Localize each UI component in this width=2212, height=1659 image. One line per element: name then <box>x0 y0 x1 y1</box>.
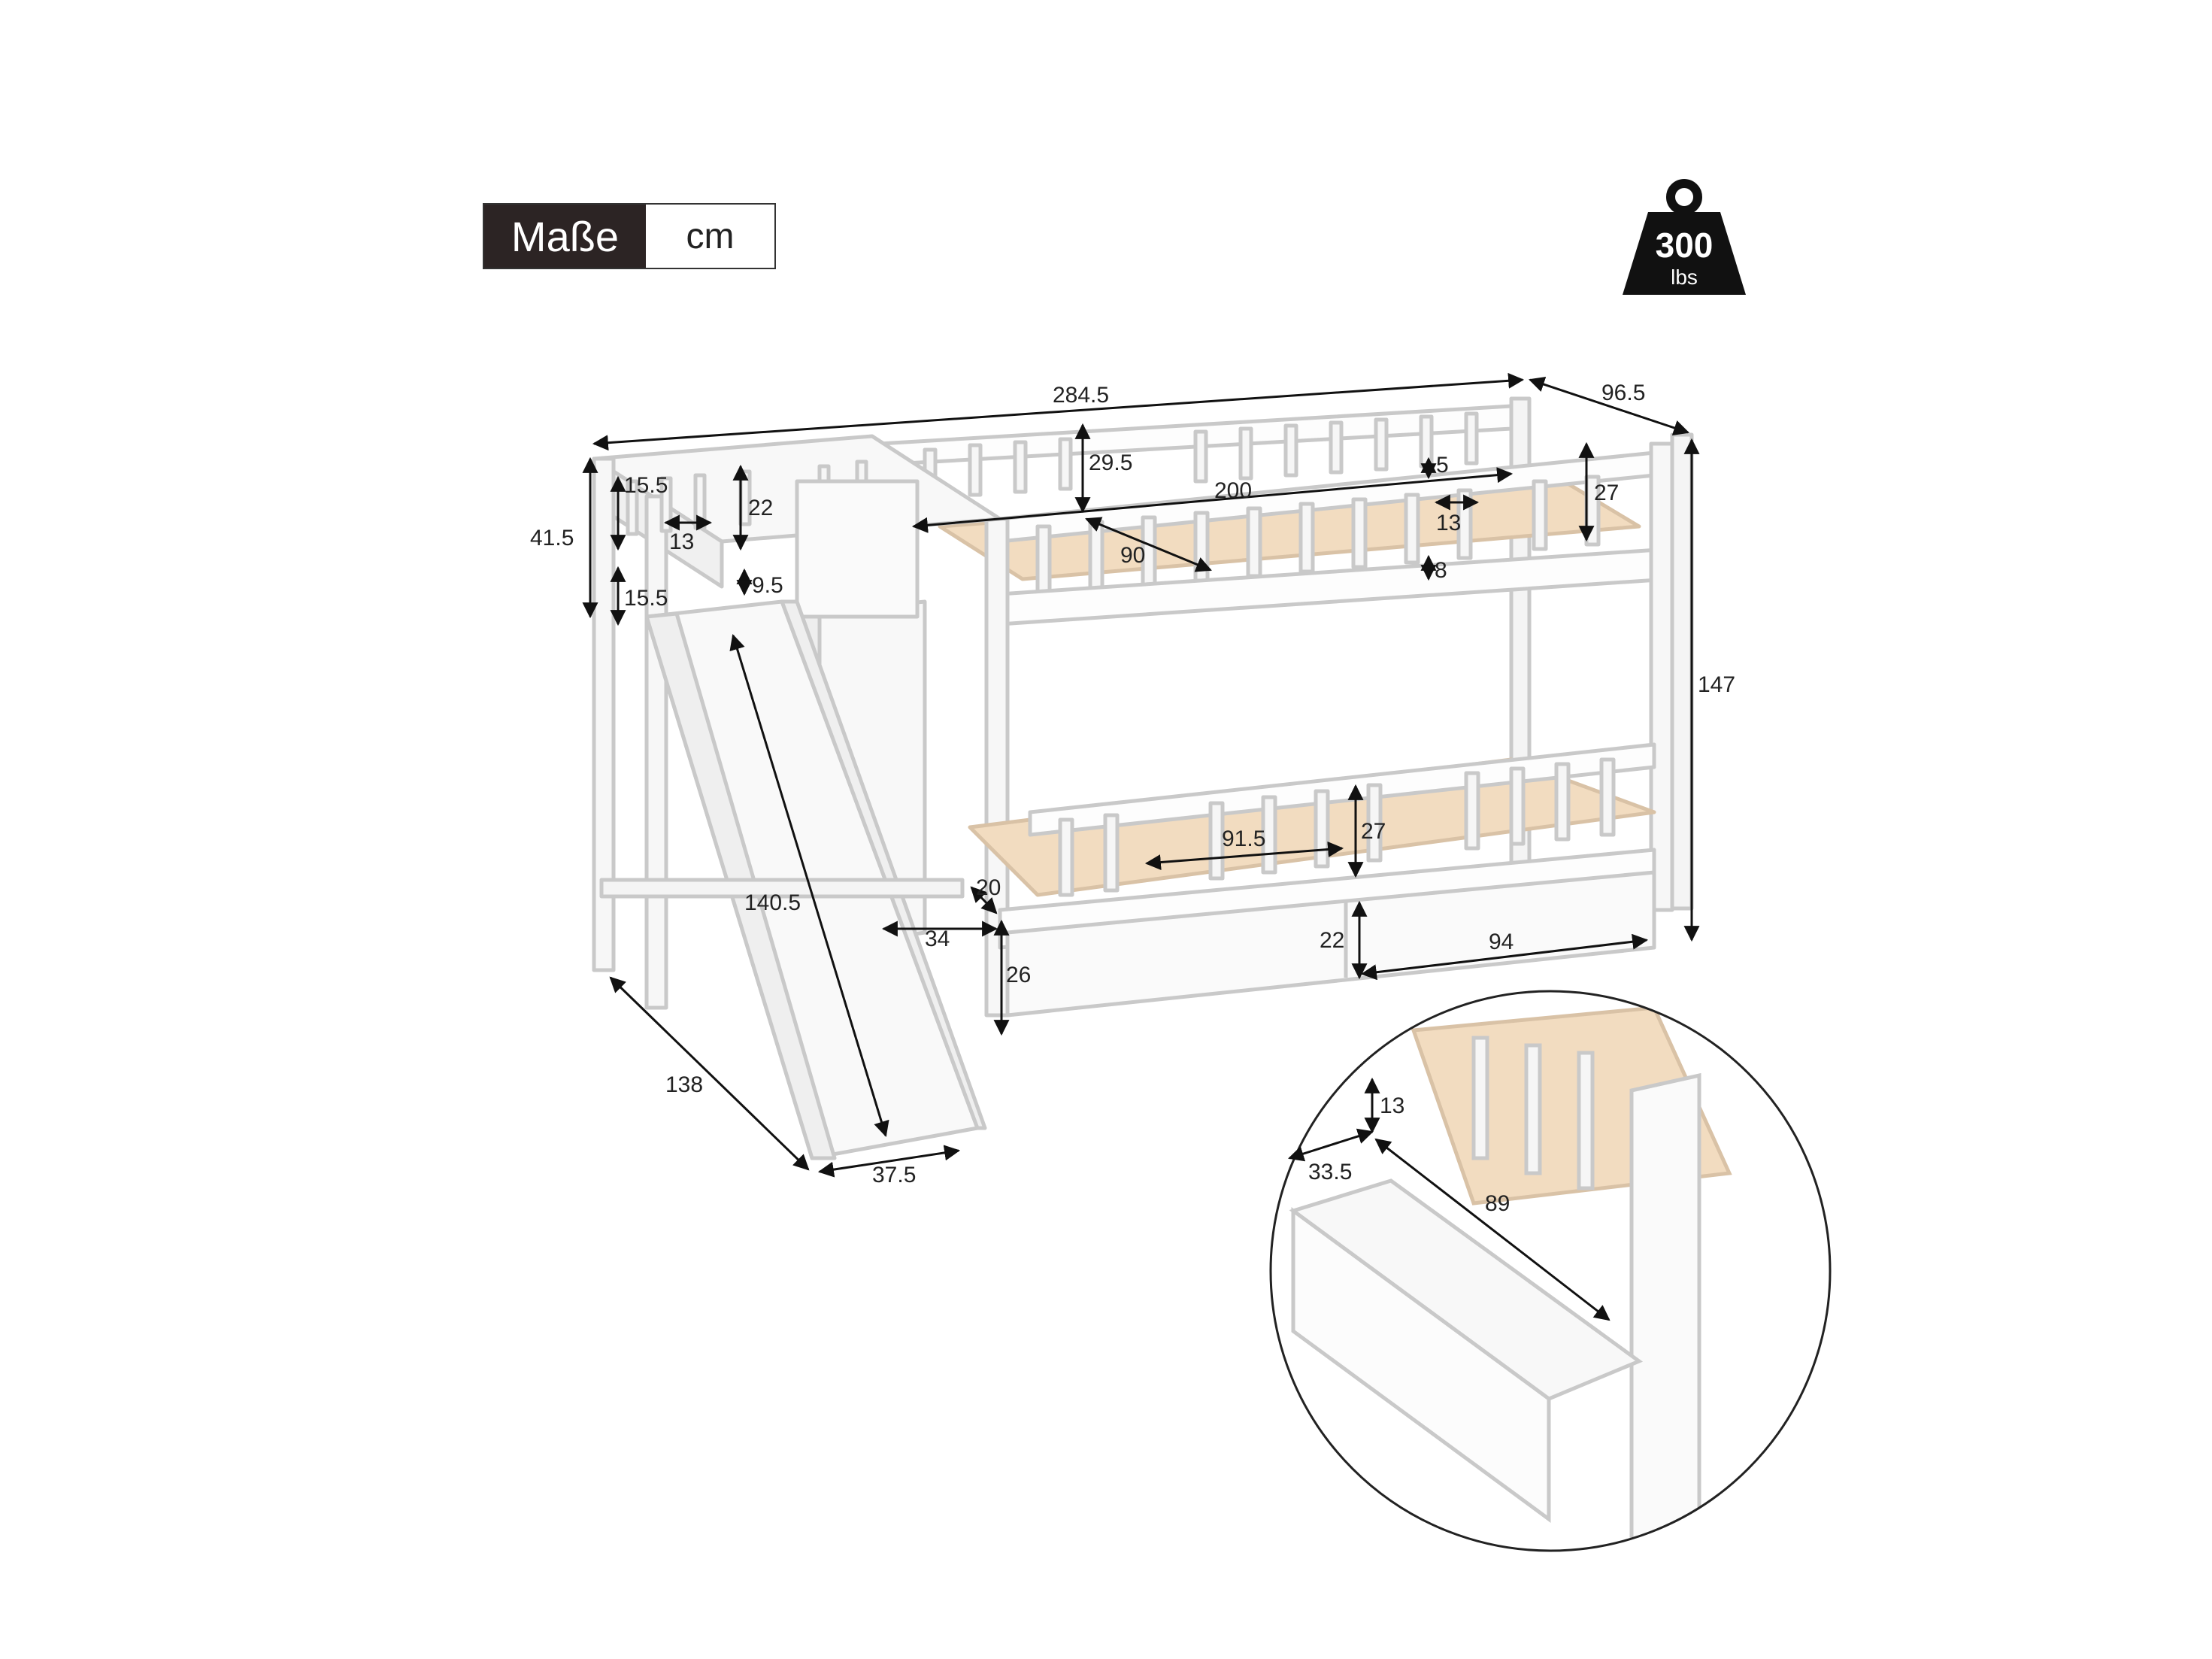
label-platform-rail-top: 15.5 <box>624 473 668 498</box>
label-detail-drawer-depth: 33.5 <box>1308 1160 1352 1184</box>
label-upper-guard-height: 27 <box>1594 481 1619 505</box>
label-platform-post-spacing: 13 <box>669 529 694 554</box>
label-platform-gap: 9.5 <box>752 573 783 598</box>
label-detail-drawer-front: 13 <box>1380 1093 1404 1118</box>
label-upper-rail-gap: 5 <box>1436 453 1449 478</box>
label-step-depth: 34 <box>925 927 950 951</box>
weight-value: 300 <box>1656 226 1714 265</box>
label-platform-height: 41.5 <box>530 526 574 550</box>
label-slide-length: 140.5 <box>744 890 801 915</box>
label-upper-slat-spacing: 13 <box>1436 511 1461 535</box>
label-height: 147 <box>1698 672 1735 697</box>
label-mattress-width: 90 <box>1120 543 1145 568</box>
label-slide-run: 138 <box>665 1072 703 1097</box>
label-lower-clearance: 22 <box>1320 928 1344 953</box>
label-lower-guard-height: 27 <box>1361 819 1386 844</box>
label-upper-rail-height: 29.5 <box>1089 450 1132 475</box>
label-drawer-length: 94 <box>1489 930 1514 954</box>
label-depth: 96.5 <box>1601 381 1645 405</box>
label-platform-rail-height: 22 <box>748 496 773 520</box>
label-lower-opening: 91.5 <box>1222 826 1265 851</box>
label-detail-drawer-length: 89 <box>1485 1191 1510 1216</box>
dimension-labels: 284.5 96.5 147 41.5 15.5 15.5 13 22 9.5 … <box>530 381 1735 1187</box>
label-platform-rail-bottom: 15.5 <box>624 586 668 611</box>
label-upper-board: 8 <box>1435 558 1447 583</box>
label-slide-width: 37.5 <box>872 1163 916 1187</box>
header-label: Maße <box>484 205 646 268</box>
label-total-length: 284.5 <box>1053 383 1109 408</box>
label-mattress-length: 200 <box>1214 478 1252 503</box>
unit-header: Maße cm <box>483 203 776 269</box>
weight-icon: 300 lbs <box>1623 179 1746 295</box>
weight-unit: lbs <box>1671 265 1698 289</box>
label-drawer-height: 26 <box>1006 963 1031 987</box>
label-step-height: 20 <box>976 875 1001 900</box>
dimension-lines <box>582 372 1700 1178</box>
header-unit: cm <box>686 216 735 256</box>
drawer-detail-circle: 13 33.5 89 <box>1269 990 1832 1552</box>
